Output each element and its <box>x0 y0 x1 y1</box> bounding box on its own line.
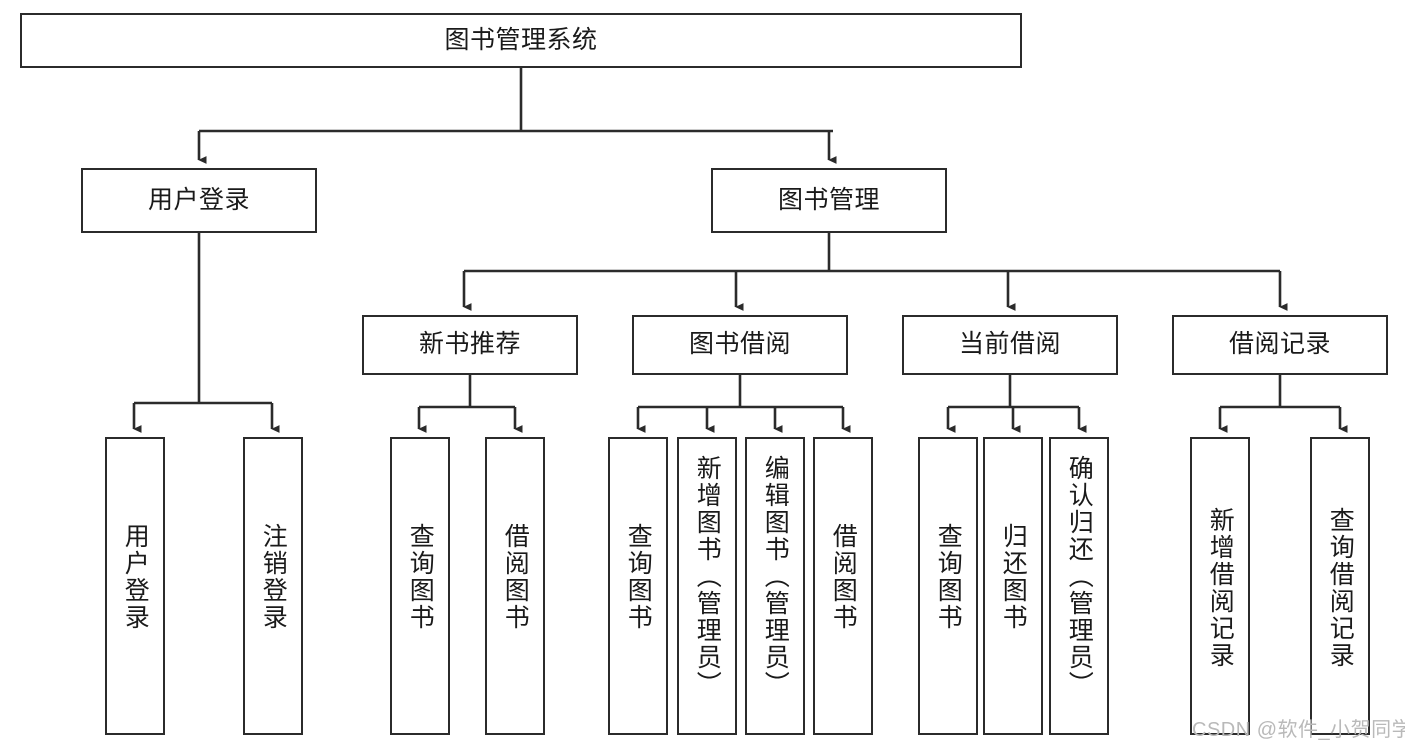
node-leaf-query-book-rec[interactable]: 查询图书 <box>390 437 450 735</box>
node-leaf-return-book[interactable]: 归还图书 <box>983 437 1043 735</box>
node-leaf-query-borrow-record[interactable]: 查询借阅记录 <box>1310 437 1370 735</box>
node-leaf-query-book-borrow[interactable]: 查询图书 <box>608 437 668 735</box>
node-label: 新书推荐 <box>418 330 521 359</box>
node-label: 借阅图书 <box>501 523 530 631</box>
node-label: 借阅图书 <box>829 523 858 631</box>
node-label: 用户登录 <box>147 185 250 214</box>
node-label: 图书管理 <box>777 185 880 214</box>
node-label: 用户登录 <box>121 523 150 631</box>
node-label: 图书借阅 <box>688 330 791 359</box>
node-label: 确认归还（管理员） <box>1065 455 1094 698</box>
node-root-system[interactable]: 图书管理系统 <box>20 13 1022 68</box>
node-leaf-query-book-current[interactable]: 查询图书 <box>918 437 978 735</box>
node-leaf-add-borrow-record[interactable]: 新增借阅记录 <box>1190 437 1250 735</box>
node-leaf-user-login[interactable]: 用户登录 <box>105 437 165 735</box>
node-new-book-recommend[interactable]: 新书推荐 <box>362 315 578 375</box>
node-book-borrow[interactable]: 图书借阅 <box>632 315 848 375</box>
node-label: 当前借阅 <box>958 330 1061 359</box>
node-leaf-add-book-admin[interactable]: 新增图书（管理员） <box>677 437 737 735</box>
node-leaf-borrow-book[interactable]: 借阅图书 <box>813 437 873 735</box>
node-label: 借阅记录 <box>1228 330 1331 359</box>
node-book-manage[interactable]: 图书管理 <box>711 168 947 233</box>
node-current-borrow[interactable]: 当前借阅 <box>902 315 1118 375</box>
node-label: 归还图书 <box>999 523 1028 631</box>
watermark-text: CSDN @软件_小贺同学 <box>1192 719 1405 741</box>
node-leaf-logout[interactable]: 注销登录 <box>243 437 303 735</box>
node-label: 编辑图书（管理员） <box>761 455 790 698</box>
node-leaf-confirm-return-admin[interactable]: 确认归还（管理员） <box>1049 437 1109 735</box>
node-leaf-borrow-book-rec[interactable]: 借阅图书 <box>485 437 545 735</box>
node-label: 注销登录 <box>259 523 288 631</box>
node-label: 查询图书 <box>406 523 435 631</box>
node-label: 查询图书 <box>624 523 653 631</box>
node-borrow-record[interactable]: 借阅记录 <box>1172 315 1388 375</box>
node-leaf-edit-book-admin[interactable]: 编辑图书（管理员） <box>745 437 805 735</box>
node-label: 查询图书 <box>934 523 963 631</box>
node-label: 新增图书（管理员） <box>693 455 722 698</box>
node-label: 查询借阅记录 <box>1326 507 1355 669</box>
node-user-login[interactable]: 用户登录 <box>81 168 317 233</box>
node-label: 图书管理系统 <box>444 25 598 54</box>
node-label: 新增借阅记录 <box>1206 507 1235 669</box>
